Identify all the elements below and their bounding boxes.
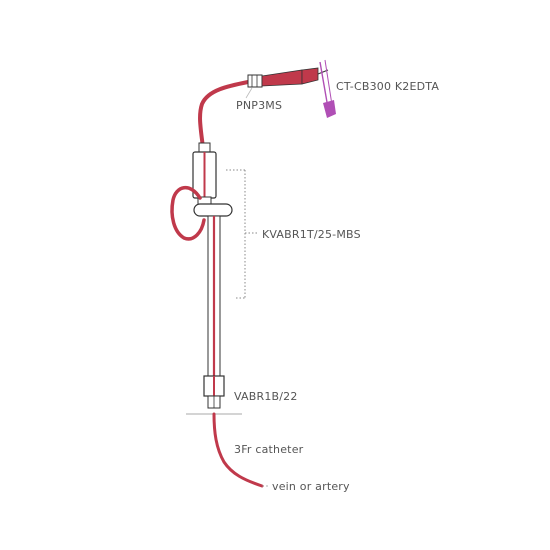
tubing-upper (200, 82, 248, 148)
pnp-leader (246, 88, 252, 98)
label-catheter: 3Fr catheter (234, 443, 303, 456)
label-ct-cb300: CT-CB300 K2EDTA (336, 80, 439, 93)
shaft (208, 216, 220, 378)
label-vabr1b: VABR1B/22 (234, 390, 298, 403)
label-kvabr: KVABR1T/25-MBS (262, 228, 361, 241)
ct-cb300-collector (320, 60, 336, 118)
clamp (194, 204, 232, 216)
label-pnp3ms: PNP3MS (236, 99, 282, 112)
kvabr-bracket (226, 170, 258, 298)
label-vessel: vein or artery (272, 480, 350, 493)
pnp3ms-connector (248, 68, 328, 87)
